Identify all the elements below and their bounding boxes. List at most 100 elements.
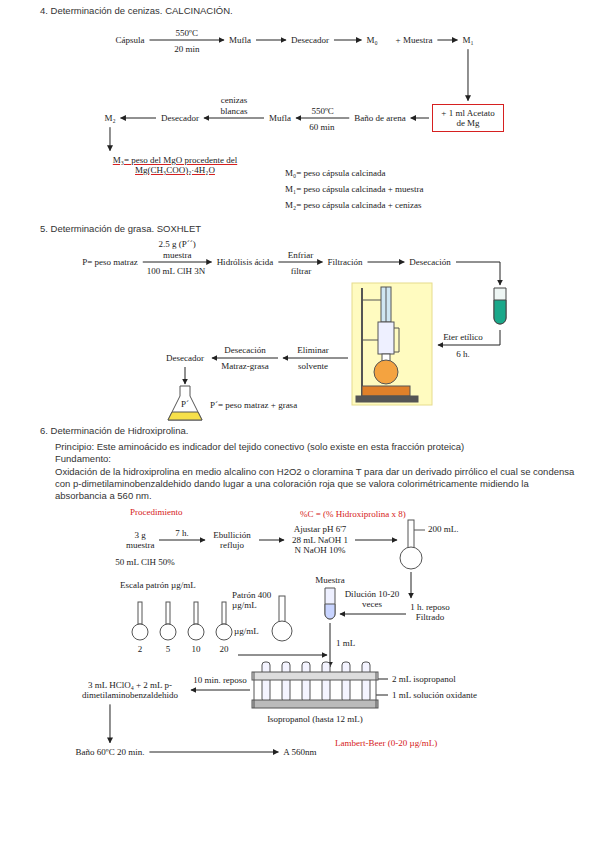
red-note: Lambert-Beer (0-20 µg/mL): [335, 738, 437, 748]
annotation: 2 mL isopropanol: [392, 674, 456, 684]
annotation: Eliminar: [297, 345, 329, 355]
annotation: 200 mL.: [428, 524, 459, 534]
illustration-part: [191, 690, 250, 691]
annotation: M₂= peso cápsula calcinada + cenizas: [285, 200, 421, 210]
process-step: M₃= peso del MgO procedente del Mg(CH₃CO…: [100, 154, 250, 177]
illustration-part: [362, 340, 378, 341]
illustration-part: [283, 358, 348, 359]
illustration-part: [166, 602, 170, 624]
node-text: Mufla: [229, 35, 251, 45]
process-step: M₂: [102, 112, 117, 124]
illustration-part: [325, 588, 335, 619]
illustration-part: [194, 602, 198, 624]
flow-arrow: [159, 540, 205, 541]
annotation: P´: [181, 399, 189, 409]
flow-arrow: [121, 118, 156, 119]
edge-label: 550ºC: [175, 28, 199, 38]
illustration-part: [438, 330, 500, 345]
body-text: Principio: Este aminoácido es indicador …: [55, 441, 464, 453]
annotation: µg/mL: [234, 626, 259, 636]
illustration-part: [414, 530, 425, 531]
process-step: Desecación: [407, 256, 452, 268]
illustration-part: [138, 602, 142, 624]
process-step: M₁: [460, 34, 475, 46]
illustration-part: [185, 367, 186, 384]
edge-label: 2.5 g (P´´) muestra: [153, 239, 201, 260]
node-text: Ebullición reflujo: [210, 530, 254, 551]
process-step: + Muestra: [394, 34, 435, 46]
annotation: 20: [220, 644, 229, 654]
illustration-part: [408, 520, 414, 548]
illustration-part: [222, 602, 226, 624]
process-step: Desecador: [289, 34, 331, 46]
flow-arrow: [109, 704, 110, 742]
illustration-part: [378, 322, 394, 354]
flow-arrow: [437, 40, 457, 41]
illustration-part: [376, 695, 388, 696]
process-step: Ebullición reflujo: [208, 529, 256, 552]
section-heading: 5. Determinación de grasa. SOXHLET: [40, 224, 201, 235]
annotation: Patrón 400 µg/mL: [232, 590, 274, 611]
illustration-part: [238, 655, 327, 656]
body-text: Fundamento:: [55, 453, 111, 465]
red-note: %C = (% Hidroxiprolina x 8): [300, 509, 406, 519]
flow-arrow: [278, 262, 322, 263]
node-text: + Muestra: [396, 35, 433, 45]
illustration-part: [494, 288, 506, 324]
edge-label: 7 h.: [174, 528, 190, 538]
test-tube: [494, 288, 506, 324]
annotation: Muestra: [315, 575, 345, 585]
section-heading: 4. Determinación de cenizas. CALCINACIÓN…: [40, 6, 233, 17]
illustration-part: [132, 624, 148, 640]
reagent-box: + 1 ml Acetato de Mg: [432, 104, 504, 133]
process-step: Ajustar pH 6'7 28 mL NaOH 1 N NaOH 10%: [287, 523, 353, 556]
body-text: Oxidación de la hidroxiprolina en medio …: [55, 466, 580, 502]
illustration-part: [352, 283, 432, 405]
node-text: 1 h. reposo Filtrado: [408, 602, 452, 623]
section-heading: 6. Determinación de Hidroxiprolina.: [40, 426, 188, 437]
annotation: 6 h.: [456, 349, 470, 359]
illustration-part: [302, 662, 310, 702]
process-step: 3 mL HClO₄ + 2 mL p-dimetilaminobenzalde…: [73, 679, 188, 702]
node-text: Desecador: [166, 353, 204, 363]
flow-arrow: [149, 752, 278, 753]
node-text: A 560nm: [283, 747, 316, 757]
node-text: Desecador: [161, 113, 199, 123]
illustration-part: [386, 287, 387, 322]
illustration-part: [160, 624, 176, 640]
volumetric-flask: [400, 520, 425, 569]
annotation: Isopropanol (hasta 12 mL): [267, 714, 363, 724]
flow-arrow: [467, 49, 468, 100]
illustration-part: [355, 540, 397, 541]
node-text: Desecación: [409, 257, 450, 267]
illustration-part: [322, 662, 330, 702]
process-step: 3 g muestra: [124, 529, 156, 552]
flow-arrow: [204, 118, 264, 119]
process-step: M₀: [364, 34, 379, 46]
flow-arrow: [150, 40, 225, 41]
annotation: M₀= peso cápsula calcinada: [285, 168, 385, 178]
process-step: P= peso matraz: [80, 256, 140, 268]
node-text: Hidrólisis ácida: [217, 257, 274, 267]
flow-arrow: [411, 118, 429, 119]
node-text: Ajustar pH 6'7 28 mL NaOH 1 N NaOH 10%: [289, 524, 351, 555]
node-text: M₀: [366, 35, 377, 45]
illustration-part: [168, 386, 202, 420]
illustration-part: [456, 262, 500, 285]
illustration-part: [342, 662, 350, 702]
soxhlet-apparatus: [352, 283, 432, 405]
annotation: 10 min. reposo: [193, 675, 247, 685]
process-step: Baño de arena: [352, 112, 407, 124]
illustration-part: [376, 672, 377, 708]
flow-arrow: [334, 40, 361, 41]
process-step: Desecador: [164, 352, 206, 364]
process-step: Hidrólisis ácida: [215, 256, 276, 268]
sample-tube: [325, 588, 335, 619]
annotation: 2: [138, 644, 143, 654]
flow-arrow: [259, 540, 284, 541]
node-text: Baño 60ºC 20 min.: [76, 747, 145, 757]
annotation: 10: [192, 644, 201, 654]
node-text: M₁: [462, 35, 473, 45]
flow-arrow: [296, 118, 349, 119]
